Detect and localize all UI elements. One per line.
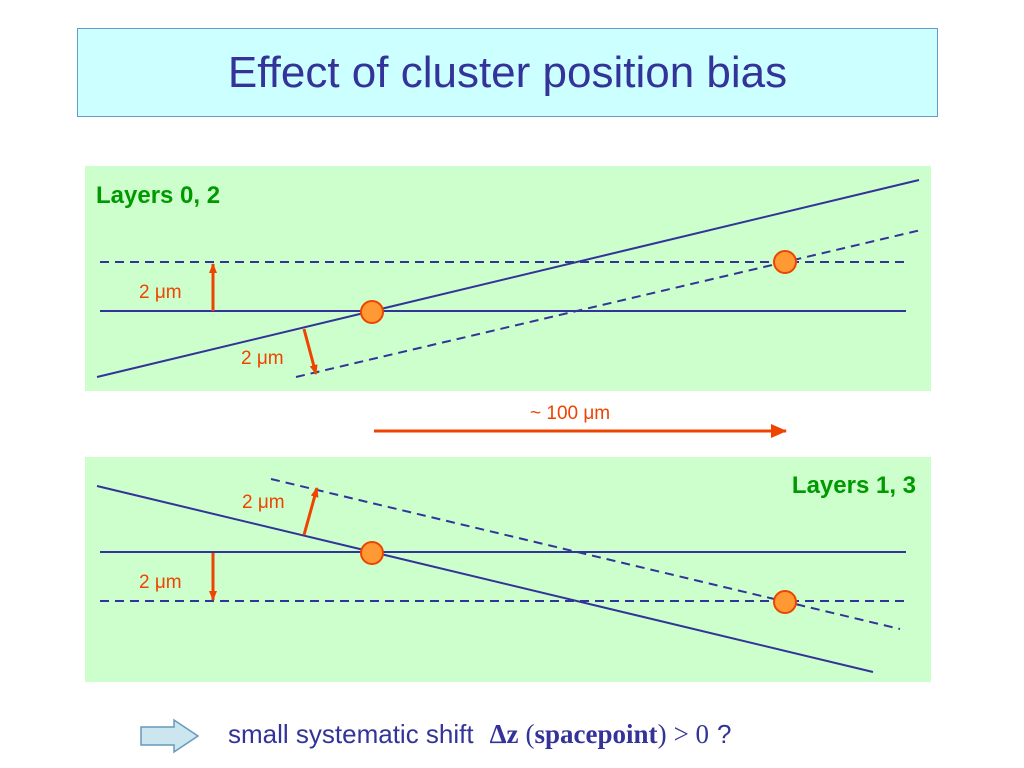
- bottom-panel: Layers 1, 3 2 μm 2 μm: [85, 457, 931, 682]
- top-shifted-hit-point: [773, 250, 797, 274]
- bottom-offset-label: 2 μm: [139, 572, 182, 593]
- top-tilted-offset-arrow: [302, 328, 318, 375]
- shift-indicator: ~ 100 μm: [374, 403, 787, 438]
- bottom-shifted-hit-point: [773, 590, 797, 614]
- footer-paren-close: ): [657, 718, 667, 749]
- top-tilted-offset-label: 2 μm: [241, 348, 284, 369]
- title-box: Effect of cluster position bias: [77, 28, 938, 117]
- bottom-shifted-track-line: [270, 478, 901, 630]
- top-hit-point: [360, 300, 384, 324]
- footer-statement: small systematic shift Δ z ( spacepoint …: [228, 712, 732, 756]
- footer-text: small systematic shift: [228, 718, 474, 749]
- footer-relation: > 0: [673, 718, 710, 749]
- bottom-track-line: [96, 485, 874, 673]
- footer-paren-open: (: [525, 718, 535, 749]
- page-title: Effect of cluster position bias: [227, 47, 788, 97]
- top-shifted-track-line: [295, 229, 922, 378]
- top-panel: Layers 0, 2 2 μm 2 μm: [85, 166, 931, 391]
- top-panel-label: Layers 0, 2: [96, 182, 220, 209]
- bottom-tilted-offset-label: 2 μm: [242, 492, 285, 513]
- bottom-tilted-offset-arrow: [302, 487, 319, 536]
- footer-z: z: [506, 718, 519, 749]
- bottom-panel-label: Layers 1, 3: [792, 472, 916, 499]
- shift-label: ~ 100 μm: [530, 403, 610, 424]
- footer-arrow-icon: [140, 718, 200, 754]
- bottom-panel-background: [85, 457, 931, 682]
- top-offset-label: 2 μm: [139, 282, 182, 303]
- top-track-line: [96, 179, 920, 378]
- footer-delta: Δ: [489, 718, 507, 749]
- footer-spacepoint: spacepoint: [534, 718, 658, 749]
- footer-question: ?: [717, 718, 732, 749]
- bottom-hit-point: [360, 541, 384, 565]
